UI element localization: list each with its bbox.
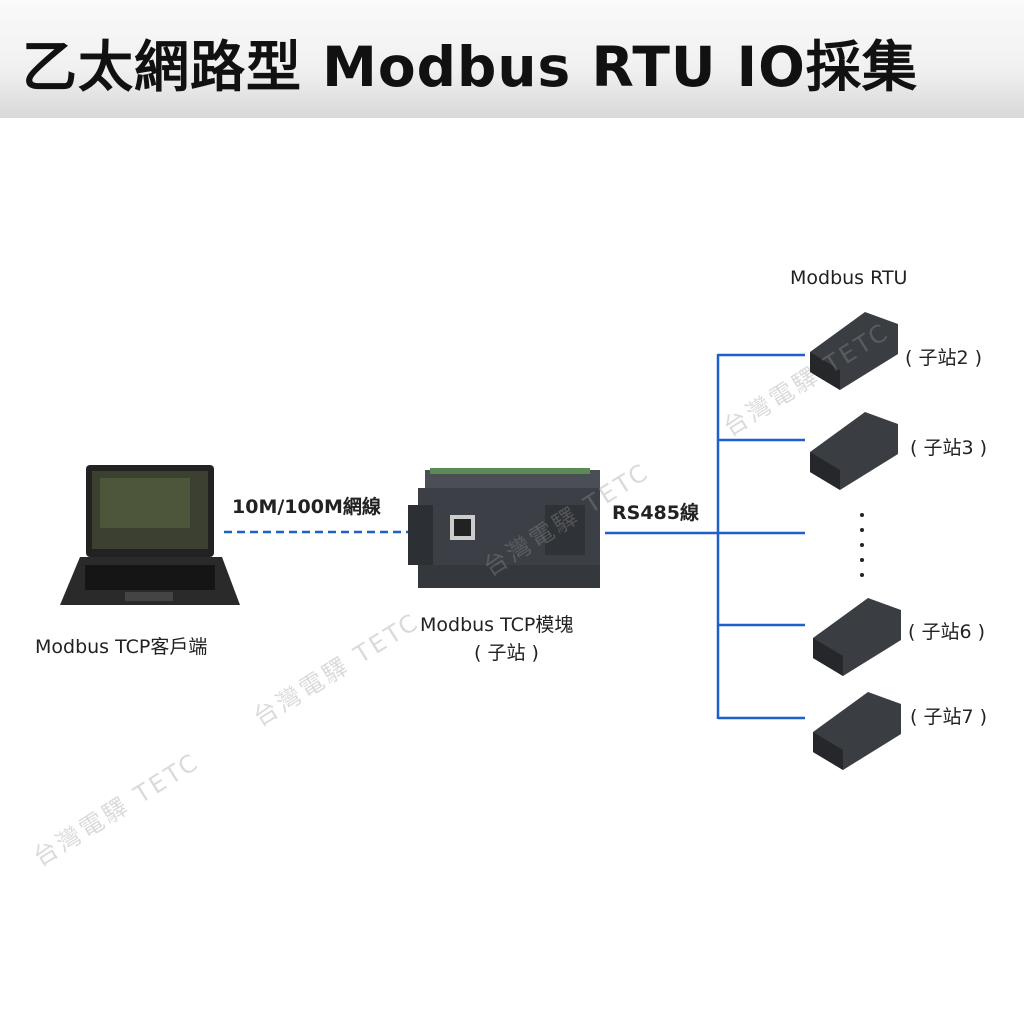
- rtu-device-icon: [813, 598, 901, 676]
- rtu-devices: [810, 312, 901, 770]
- module-sub-label: ( 子站 ): [474, 642, 539, 664]
- title-bar: 乙太網路型 Modbus RTU IO採集: [0, 0, 1024, 118]
- rtu-device-icon: [810, 412, 898, 490]
- page-title: 乙太網路型 Modbus RTU IO採集: [22, 35, 918, 99]
- client-label: Modbus TCP客戶端: [35, 636, 208, 658]
- rtu-device-icon: [810, 312, 898, 390]
- ellipsis-dots: [860, 513, 864, 577]
- rs485-cable-label: RS485線: [612, 502, 699, 524]
- rtu-header-label: Modbus RTU: [790, 267, 908, 289]
- slave-label: ( 子站7 ): [910, 706, 987, 728]
- slave-label: ( 子站3 ): [910, 437, 987, 459]
- ethernet-cable-label: 10M/100M網線: [232, 496, 381, 518]
- slave-label: ( 子站6 ): [908, 621, 985, 643]
- module-label: Modbus TCP模塊: [420, 614, 574, 636]
- laptop-icon: [60, 465, 240, 605]
- tcp-module-icon: [408, 468, 600, 588]
- slave-label: ( 子站2 ): [905, 347, 982, 369]
- rs485-bus: [716, 353, 805, 720]
- rtu-device-icon: [813, 692, 901, 770]
